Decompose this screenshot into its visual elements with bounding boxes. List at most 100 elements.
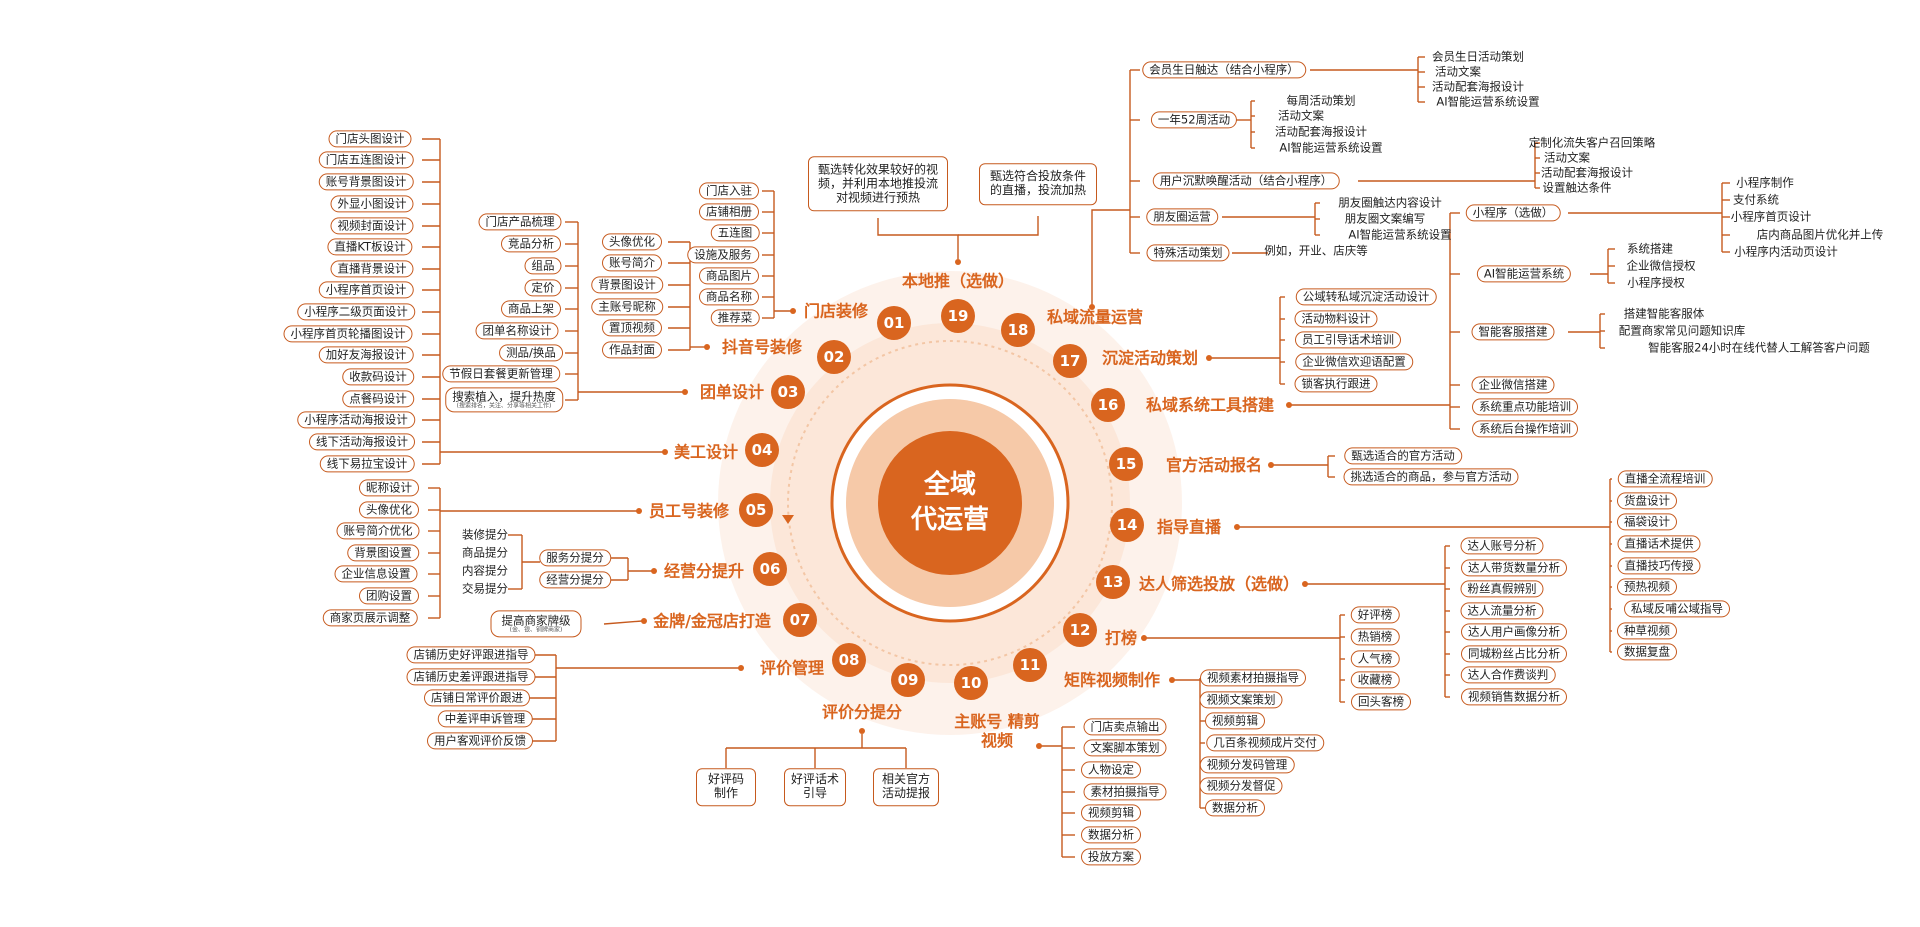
b17-item-3: 员工引导话术培训 xyxy=(1295,331,1401,349)
b03-item-5: 商品上架 xyxy=(501,300,561,318)
b10-item-4: 素材拍摄指导 xyxy=(1083,783,1167,801)
b18-g1-item-4: AI智能运营系统设置 xyxy=(1436,94,1540,109)
b12-item-1: 好评榜 xyxy=(1350,606,1400,624)
node-04: 04 xyxy=(745,433,779,467)
b18-g3-item-4: 设置触达条件 xyxy=(1542,180,1612,195)
node-13: 13 xyxy=(1096,565,1130,599)
b16-g2-item-1: 系统搭建 xyxy=(1627,241,1673,256)
node-19: 19 xyxy=(941,299,975,333)
b06-item-1: 服务分提分 xyxy=(539,549,611,567)
connector-dot xyxy=(1141,635,1147,641)
b04-item-10: 小程序首页轮播图设计 xyxy=(283,325,413,343)
b11-item-5: 视频分发码管理 xyxy=(1199,756,1295,774)
node-12: 12 xyxy=(1063,613,1097,647)
b02-item-6: 作品封面 xyxy=(602,341,662,359)
node-11: 11 xyxy=(1013,648,1047,682)
b16-group-2: AI智能运营系统 xyxy=(1476,265,1572,283)
connector-line xyxy=(958,216,1039,236)
b10-item-5: 视频剪辑 xyxy=(1081,804,1141,822)
branch-label-11: 矩阵视频制作 xyxy=(1063,670,1161,690)
b04-item-1: 门店头图设计 xyxy=(328,130,412,148)
b14-item-9: 数据复盘 xyxy=(1617,643,1677,661)
b02-item-5: 置顶视频 xyxy=(602,319,662,337)
b04-item-5: 视频封面设计 xyxy=(330,217,414,235)
connector-dot xyxy=(955,259,961,265)
branch-label-19: 本地推（选做） xyxy=(901,271,1015,291)
b17-item-4: 企业微信欢迎语配置 xyxy=(1295,353,1413,371)
b11-item-4: 几百条视频成片交付 xyxy=(1206,734,1324,752)
b18-group-3: 用户沉默唤醒活动（结合小程序） xyxy=(1152,172,1340,190)
b04-item-7: 直播背景设计 xyxy=(330,260,414,278)
b15-item-2: 挑选适合的商品，参与官方活动 xyxy=(1343,468,1519,486)
b12-item-3: 人气榜 xyxy=(1350,650,1400,668)
connector-dot xyxy=(738,665,744,671)
b03-item-7: 测品/换品 xyxy=(499,344,563,362)
b18-g4-item-1: 朋友圈触达内容设计 xyxy=(1338,195,1442,210)
b16-g1-item-4: 店内商品图片优化并上传 xyxy=(1756,227,1884,242)
b16-g2-item-2: 企业微信授权 xyxy=(1626,258,1696,273)
b07-item-1: 提高商家牌级 (金、银、铜牌商家) xyxy=(490,610,582,638)
node-07: 07 xyxy=(783,603,817,637)
b14-item-3: 福袋设计 xyxy=(1617,513,1677,531)
b05-item-2: 头像优化 xyxy=(359,501,419,519)
b10-item-6: 数据分析 xyxy=(1081,826,1141,844)
b14-item-5: 直播技巧传授 xyxy=(1617,557,1701,575)
b02-item-2: 账号简介 xyxy=(602,254,662,272)
b18-g3-item-2: 活动文案 xyxy=(1544,150,1590,165)
b14-item-6: 预热视频 xyxy=(1617,578,1677,596)
b03-item-8: 节假日套餐更新管理 xyxy=(442,365,560,383)
b03-item-9: 搜索植入，提升热度 (搜索排名，关注、分享等相关工作) xyxy=(445,387,563,413)
branch-label-08: 评价管理 xyxy=(759,658,825,678)
branch-label-04: 美工设计 xyxy=(673,442,739,462)
b13-item-1: 达人账号分析 xyxy=(1460,537,1544,555)
b12-item-4: 收藏榜 xyxy=(1350,671,1400,689)
b11-item-7: 数据分析 xyxy=(1205,799,1265,817)
b16-item-3: 系统后台操作培训 xyxy=(1472,420,1578,438)
connector-line xyxy=(877,218,959,259)
b19-item-2: 甄选符合投放条件的直播，投流加热 xyxy=(979,163,1097,205)
b04-item-4: 外显小图设计 xyxy=(330,195,414,213)
b05-item-4: 背景图设置 xyxy=(347,544,419,562)
branch-label-10: 主账号 精剪视频 xyxy=(954,711,1040,750)
b04-item-14: 小程序活动海报设计 xyxy=(297,411,415,429)
node-01: 01 xyxy=(877,306,911,340)
connector-line xyxy=(1091,209,1130,307)
b18-group-2: 一年52周活动 xyxy=(1150,111,1238,129)
connector-dot xyxy=(636,508,642,514)
b02-item-4: 主账号昵称 xyxy=(591,298,663,316)
b14-item-7: 私域反哺公域指导 xyxy=(1624,600,1730,618)
b16-g3-item-1: 搭建智能客服体 xyxy=(1623,306,1705,321)
b05-item-3: 账号简介优化 xyxy=(336,522,420,540)
branch-label-01: 门店装修 xyxy=(803,301,869,321)
center-title-line1: 全域 xyxy=(923,469,977,500)
b03-item-4: 定价 xyxy=(524,279,562,297)
connector-dot xyxy=(1169,677,1175,683)
b10-item-2: 文案脚本策划 xyxy=(1083,739,1167,757)
b16-g3-item-3: 智能客服24小时在线代替人工解答客户问题 xyxy=(1648,340,1870,355)
b13-item-3: 粉丝真假辨别 xyxy=(1460,580,1544,598)
b16-item-2: 系统重点功能培训 xyxy=(1472,398,1578,416)
b03-item-9-text: 搜索植入，提升热度 xyxy=(452,389,556,404)
node-10: 10 xyxy=(954,666,988,700)
b14-item-4: 直播话术提供 xyxy=(1617,535,1701,553)
b04-item-9: 小程序二级页面设计 xyxy=(297,303,415,321)
b16-item-1: 企业微信搭建 xyxy=(1471,376,1555,394)
b16-group-1: 小程序（选做） xyxy=(1465,204,1561,222)
branch-label-14: 指导直播 xyxy=(1156,517,1222,537)
b06-sub-2: 商品提分 xyxy=(462,545,508,560)
b03-item-3: 组品 xyxy=(524,257,562,275)
branch-label-02: 抖音号装修 xyxy=(721,337,803,357)
b16-g1-item-3: 小程序首页设计 xyxy=(1730,209,1812,224)
node-17: 17 xyxy=(1053,344,1087,378)
b01-item-6: 商品名称 xyxy=(699,288,759,306)
node-09: 09 xyxy=(891,663,925,697)
node-03: 03 xyxy=(771,375,805,409)
connector-dot xyxy=(1268,462,1274,468)
b08-item-2: 店铺历史差评跟进指导 xyxy=(406,668,536,686)
b05-item-1: 昵称设计 xyxy=(359,479,419,497)
b13-item-8: 视频销售数据分析 xyxy=(1461,688,1567,706)
b04-item-6: 直播KT板设计 xyxy=(327,238,413,256)
node-18: 18 xyxy=(1001,313,1035,347)
b06-sub-4: 交易提分 xyxy=(462,581,508,596)
connector-dot xyxy=(790,308,796,314)
